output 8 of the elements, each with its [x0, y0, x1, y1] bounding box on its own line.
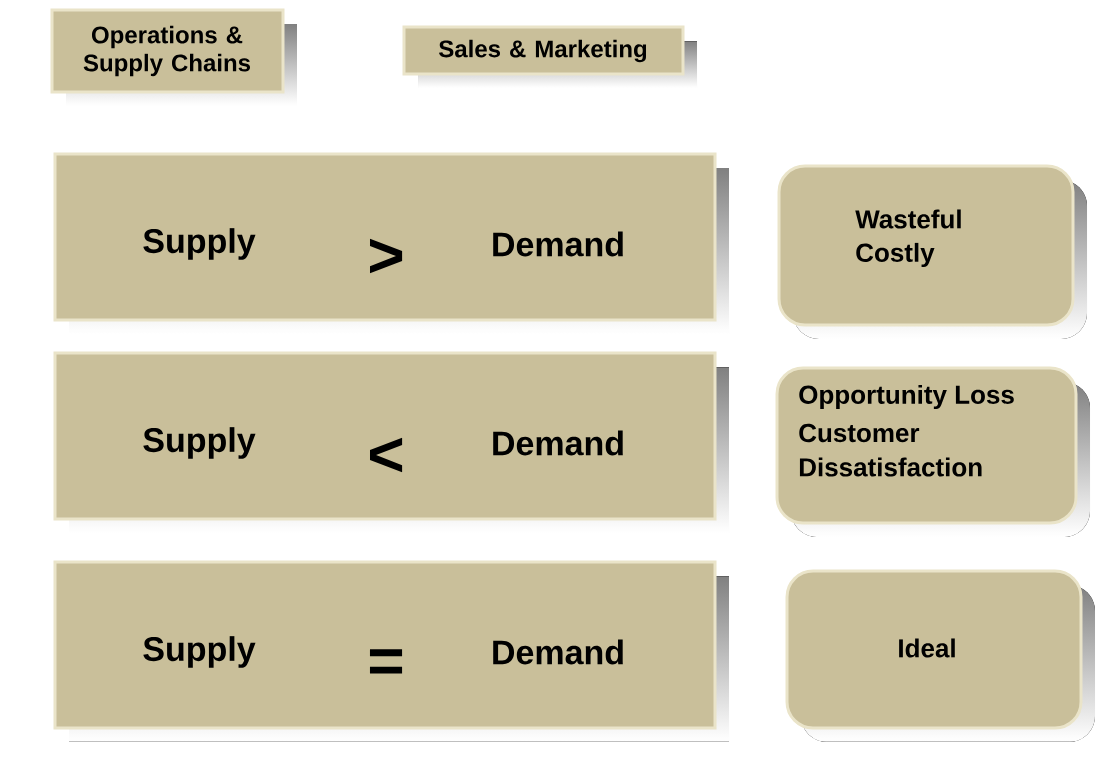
outcome-box: Ideal [785, 569, 1095, 742]
comparison-band: Supply < Demand [53, 351, 729, 533]
outcome-box: Wasteful Costly [777, 164, 1087, 339]
outcome-box: Opportunity Loss Customer Dissatisfaction [775, 366, 1090, 537]
category-label: Operations & Supply Chains [50, 8, 297, 106]
comparison-band: Supply > Demand [53, 152, 729, 334]
category-label: Sales & Marketing [402, 25, 697, 88]
comparison-band: Supply = Demand [53, 560, 729, 742]
